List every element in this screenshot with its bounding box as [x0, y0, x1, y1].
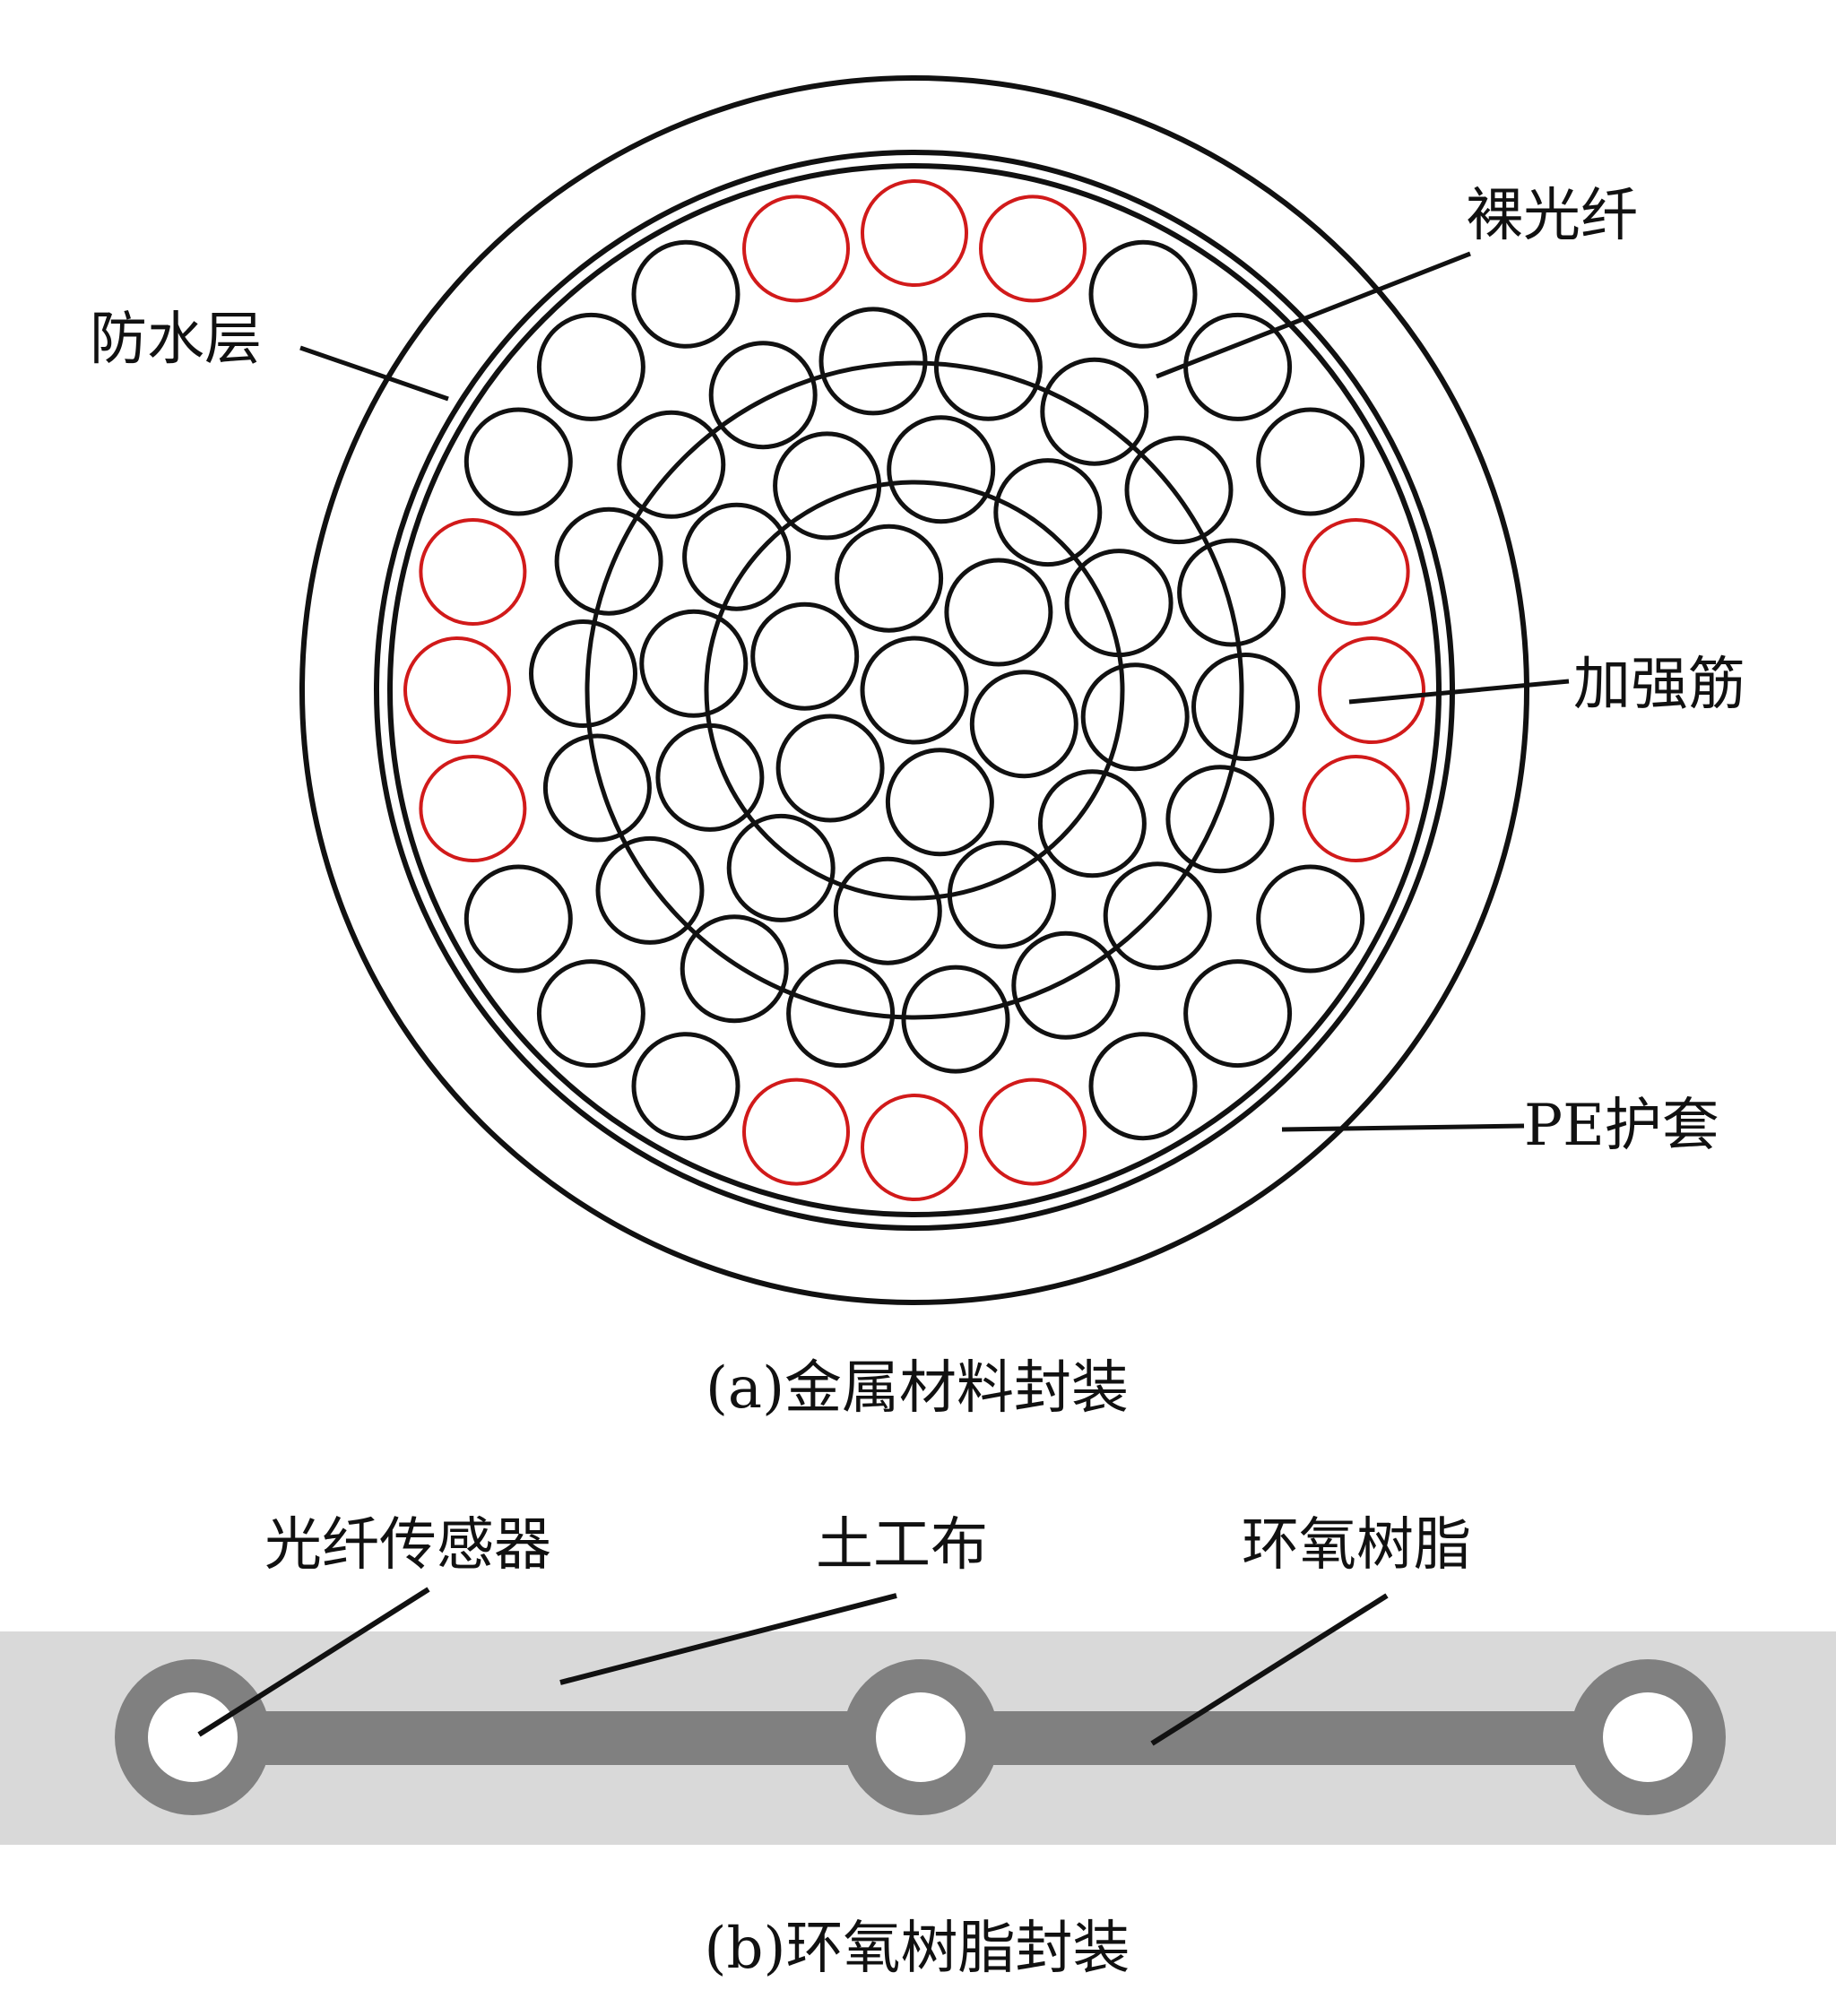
bare-fiber — [969, 670, 1078, 779]
bare-fiber — [1103, 861, 1212, 971]
bare-fiber — [773, 431, 882, 541]
bare-fiber — [463, 864, 573, 973]
reinforcement-bar — [419, 518, 527, 626]
middle-layer-ring — [585, 360, 1244, 1020]
reinforcement-bar — [742, 195, 850, 303]
waterproof-layer-ring — [374, 150, 1455, 1231]
inner-layer-ring — [704, 480, 1125, 901]
bare-fiber — [944, 558, 1053, 667]
bare-fiber — [833, 856, 942, 965]
reinforcement-group — [403, 179, 1425, 1201]
bare-fiber — [887, 415, 996, 524]
bare-fiber — [1080, 662, 1190, 772]
bare-fiber — [617, 410, 726, 519]
bare-fiber — [463, 407, 573, 516]
bare-fiber — [1191, 653, 1300, 761]
bare-fiber — [595, 835, 705, 945]
bare-fiber — [680, 914, 789, 1024]
bare-fiber — [1011, 930, 1121, 1040]
bare-fiber — [885, 748, 994, 857]
reinforcement-label: 加强筋 — [1573, 652, 1745, 718]
epoxy-resin-label: 环氧树脂 — [1242, 1512, 1471, 1579]
fiber-bundle-ring — [387, 163, 1442, 1217]
pe-sheath-leader — [1281, 1123, 1525, 1132]
bare-fiber — [750, 601, 860, 711]
bare-fiber — [947, 840, 1056, 949]
bare-fiber — [775, 714, 885, 823]
bare-fiber — [1037, 769, 1147, 878]
bare-fiber — [1088, 1032, 1198, 1141]
waterproof-layer-label: 防水层 — [90, 307, 262, 373]
bare-fiber — [1040, 357, 1149, 466]
fiber-sensor-core-1 — [148, 1692, 238, 1782]
bare-fiber — [1088, 239, 1198, 349]
geotextile-leader — [559, 1593, 897, 1685]
bare-fiber — [818, 307, 928, 416]
bare-fiber — [529, 619, 637, 728]
fiber-sensor-core-3 — [1603, 1692, 1693, 1782]
bare-fiber — [708, 341, 818, 450]
cable-cross-section — [299, 75, 1529, 1305]
epoxy-resin-leader — [1150, 1593, 1389, 1746]
bare-fiber — [1256, 864, 1365, 973]
epoxy-strip-diagram — [0, 1631, 1836, 1845]
bare-fiber — [1183, 959, 1293, 1069]
bare-fiber — [860, 636, 969, 745]
bare-fiber-label: 裸光纤 — [1466, 183, 1638, 249]
reinforcement-bar — [861, 179, 968, 287]
bare-fiber — [835, 523, 944, 633]
bare-fiber — [786, 959, 896, 1069]
pe-sheath-label: PE护套 — [1524, 1093, 1719, 1159]
reinforcement-bar — [1302, 755, 1410, 862]
bare-fiber — [1256, 407, 1365, 516]
bare-fiber — [993, 458, 1103, 567]
bare-fiber — [1165, 765, 1275, 874]
bare-fiber — [631, 1032, 740, 1141]
bare-fiber — [1124, 436, 1234, 545]
figure-b-caption: (b)环氧树脂封装 — [705, 1916, 1130, 1982]
bare-fiber — [554, 506, 663, 616]
reinforcement-bar — [1302, 518, 1410, 626]
reinforcement-leader — [1348, 679, 1570, 705]
bare-fiber — [536, 959, 645, 1069]
bare-fiber — [682, 502, 792, 611]
bare-fiber — [542, 733, 652, 843]
fiber-sensor-core-2 — [876, 1692, 966, 1782]
bare-fiber — [639, 609, 749, 718]
geotextile-label: 土工布 — [816, 1512, 988, 1579]
reinforcement-bar — [979, 195, 1087, 303]
bare-fiber — [1064, 549, 1173, 658]
fiber-sensor-label: 光纤传感器 — [264, 1512, 551, 1579]
bare-fiber — [901, 965, 1010, 1074]
figure-a-caption: (a)金属材料封装 — [706, 1355, 1129, 1422]
bare-fiber — [726, 813, 836, 922]
bare-fiber — [933, 312, 1043, 421]
fiber-sensor-leader — [197, 1587, 430, 1737]
bare-fiber — [1177, 538, 1286, 647]
bare-fiber-group — [463, 239, 1365, 1141]
reinforcement-bar — [742, 1077, 850, 1186]
bare-fiber — [536, 312, 645, 421]
reinforcement-bar — [979, 1077, 1087, 1186]
bare-fiber — [631, 239, 740, 349]
bare-fiber — [655, 722, 765, 832]
waterproof-layer-leader — [299, 345, 449, 402]
reinforcement-bar — [419, 755, 527, 862]
bare-fiber-leader — [1156, 251, 1471, 379]
reinforcement-bar — [861, 1094, 968, 1201]
reinforcement-bar — [403, 636, 511, 744]
pe-sheath-outer-ring — [299, 75, 1529, 1305]
reinforcement-bar — [1318, 636, 1425, 744]
